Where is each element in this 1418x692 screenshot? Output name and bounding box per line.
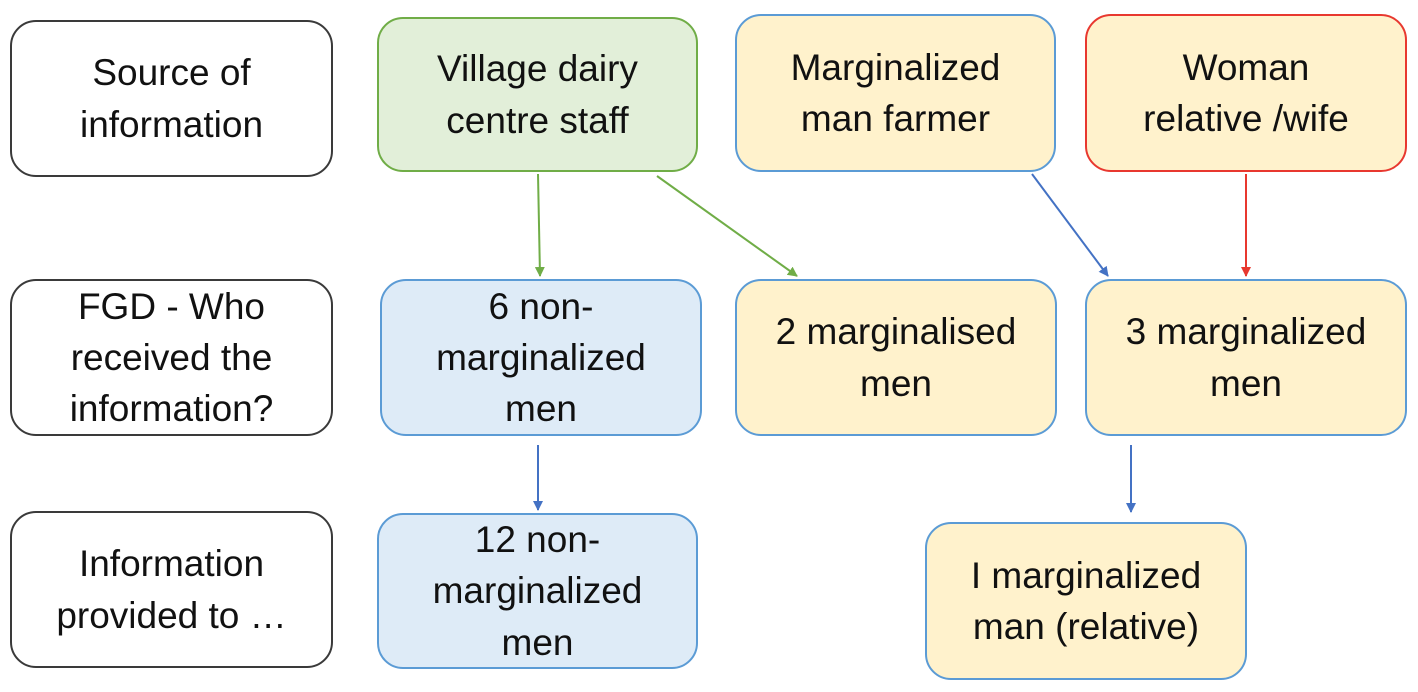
row-label-provided: Information provided to … <box>10 511 333 668</box>
row-label-fgd-text: FGD - Who received the information? <box>69 285 274 430</box>
arrow-village-to-six <box>534 173 545 277</box>
row-label-fgd: FGD - Who received the information? <box>10 279 333 436</box>
row-label-source-text: Source of information <box>79 52 264 145</box>
received-two-marginalised-text: 2 marginalised men <box>775 311 1017 404</box>
received-six-non-marginalized-text: 6 non- marginalized men <box>436 285 646 430</box>
source-village-dairy-staff-text: Village dairy centre staff <box>437 48 638 141</box>
arrow-village-to-two <box>656 175 798 277</box>
provided-one-marginalized-relative-text: I marginalized man (relative) <box>970 554 1202 647</box>
source-marginalized-man-farmer: Marginalized man farmer <box>735 14 1056 172</box>
source-marginalized-man-farmer-text: Marginalized man farmer <box>790 46 1001 139</box>
row-label-source: Source of information <box>10 20 333 177</box>
received-three-marginalized: 3 marginalized men <box>1085 279 1407 436</box>
received-three-marginalized-text: 3 marginalized men <box>1125 311 1367 404</box>
provided-twelve-non-marginalized: 12 non- marginalized men <box>377 513 698 669</box>
source-woman-relative-text: Woman relative /wife <box>1143 46 1349 139</box>
provided-one-marginalized-relative: I marginalized man (relative) <box>925 522 1247 680</box>
row-label-provided-text: Information provided to … <box>56 543 287 636</box>
source-village-dairy-staff: Village dairy centre staff <box>377 17 698 172</box>
received-six-non-marginalized: 6 non- marginalized men <box>380 279 702 436</box>
source-woman-relative: Woman relative /wife <box>1085 14 1407 172</box>
received-two-marginalised: 2 marginalised men <box>735 279 1057 436</box>
provided-twelve-non-marginalized-text: 12 non- marginalized men <box>432 519 643 663</box>
arrow-farmer-to-three <box>1031 173 1109 277</box>
